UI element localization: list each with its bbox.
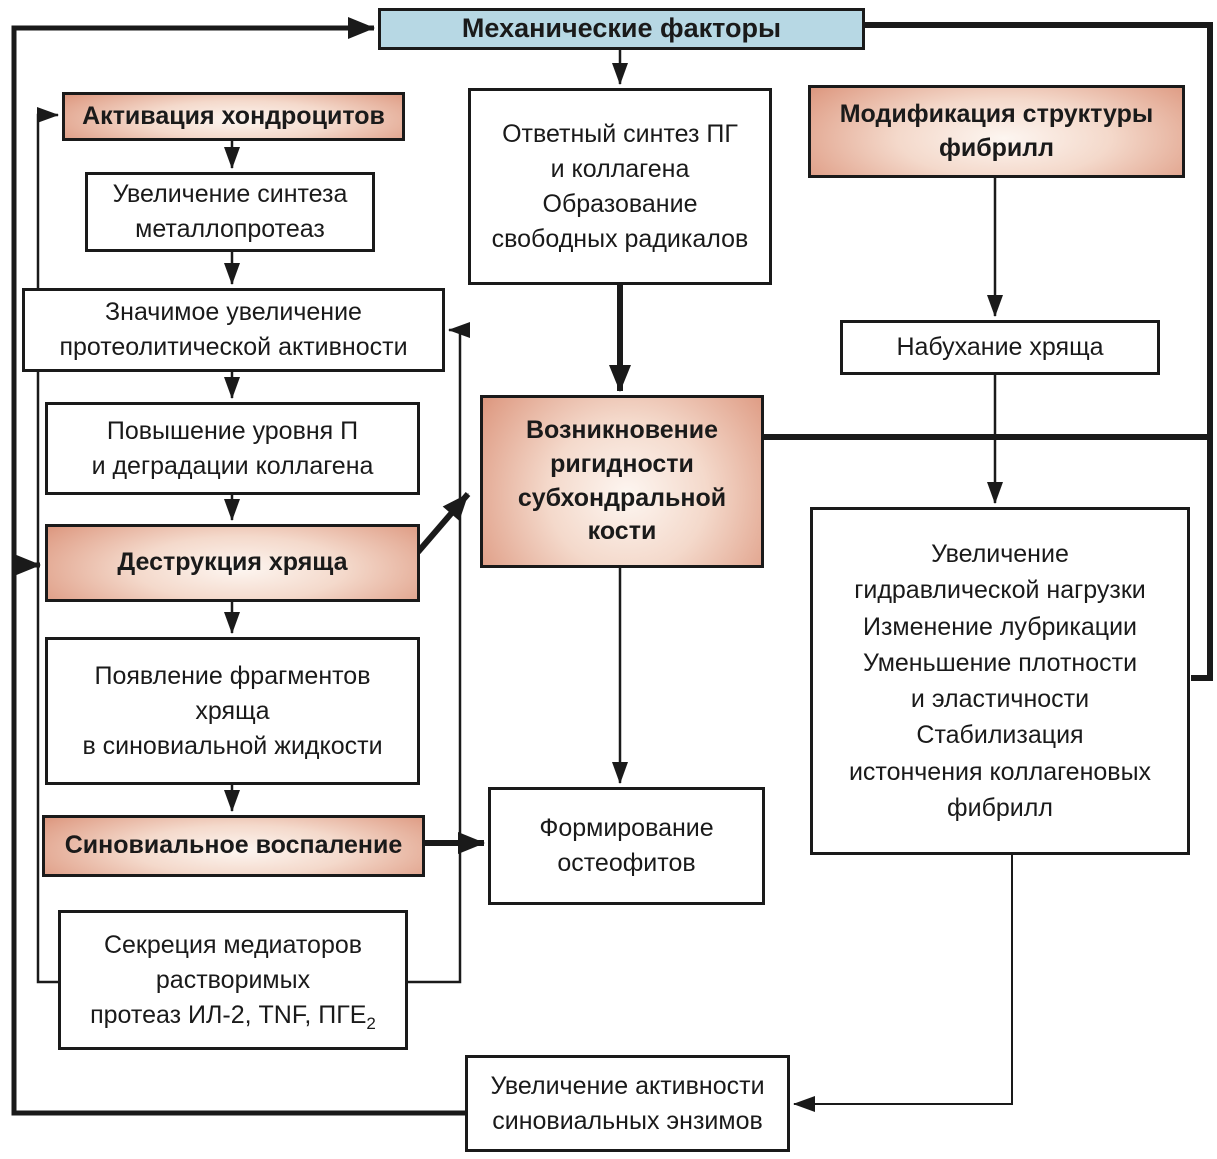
box-line: Уменьшение плотности [862,648,1138,677]
line-mechanical-to-hydraulic [865,22,1213,681]
box-line-text: протеаз ИЛ-2, TNF, ПГЕ [90,1000,367,1029]
subscript: 2 [366,1013,376,1033]
box-line: свободных радикалов [491,224,749,253]
box-mediator-secretion: Секреция медиаторов растворимых протеаз … [58,910,408,1050]
box-line: и эластичности [910,685,1090,713]
box-cartilage-fragments: Появление фрагментов хряща в синовиально… [45,637,420,785]
box-cartilage-destruction: Деструкция хряща [45,524,420,602]
box-mechanical-factors: Механические факторы [378,8,865,50]
box-line: истончения коллагеновых [848,757,1152,786]
box-label: Механические факторы [461,13,782,44]
box-subchondral-rigidity: Возникновение ригидности субхондральной … [480,395,764,568]
box-line: Изменение лубрикации [862,612,1138,641]
box-proteolytic-activity: Значимое увеличение протеолитической акт… [22,288,445,372]
box-line: Повышение уровня П [106,416,359,445]
box-line: гидравлической нагрузки [854,576,1146,605]
box-line: Значимое увеличение [105,298,362,326]
box-line: ригидности [550,449,694,478]
box-response-synthesis: Ответный синтез ПГ и коллагена Образован… [468,88,772,285]
box-line: Появление фрагментов [94,661,371,690]
box-line: Увеличение активности [490,1071,765,1100]
box-chondrocyte-activation: Активация хондроцитов [62,92,405,141]
box-line: кости [587,517,657,546]
box-line: протеаз ИЛ-2, TNF, ПГЕ2 [90,998,376,1033]
box-label: Набухание хряща [896,333,1104,361]
box-label: Активация хондроцитов [82,101,385,130]
arrow-secretion-to-activation [36,107,59,984]
box-line: Ответный синтез ПГ [502,119,738,148]
box-line: Стабилизация [916,721,1084,750]
box-collagen-degradation: Повышение уровня П и деградации коллаген… [45,402,420,495]
box-label: Синовиальное воспаление [64,831,403,860]
box-line: и деградации коллагена [91,451,374,480]
box-line: растворимых [155,965,311,994]
box-line: Секреция медиаторов [103,930,363,959]
box-line: субхондральной [517,483,727,512]
box-label: Деструкция хряща [117,548,348,577]
box-line: синовиальных энзимов [492,1106,763,1135]
box-line: остеофитов [557,849,696,877]
box-line: Возникновение [525,416,719,444]
box-osteophyte-formation: Формирование остеофитов [488,787,765,905]
box-hydraulic-load: Увеличение гидравлической нагрузки Измен… [810,507,1190,855]
box-line: и коллагена [550,154,690,183]
box-line: протеолитической активности [59,333,408,361]
box-line: в синовиальной жидкости [82,731,383,760]
box-fibril-modification: Модификация структуры фибрилл [808,85,1185,178]
box-line: Увеличение синтеза [112,180,348,208]
box-line: хряща [195,696,270,725]
box-synovial-inflammation: Синовиальное воспаление [42,815,425,877]
box-line: металлопротеаз [135,215,325,243]
box-line: фибрилл [938,133,1055,162]
box-line: Увеличение [931,540,1069,568]
box-line: Формирование [539,814,714,842]
box-synovial-enzymes: Увеличение активности синовиальных энзим… [465,1055,790,1152]
box-cartilage-swelling: Набухание хряща [840,320,1160,375]
box-line: фибрилл [947,793,1053,822]
arrow-hydraulic-to-enzymes [793,855,1013,1112]
box-line: Модификация структуры [839,99,1154,128]
arrow-secretion-to-proteolytic [408,322,470,984]
box-line: Образование [542,189,698,218]
box-metalloprotease-synthesis: Увеличение синтеза металлопротеаз [85,172,375,252]
